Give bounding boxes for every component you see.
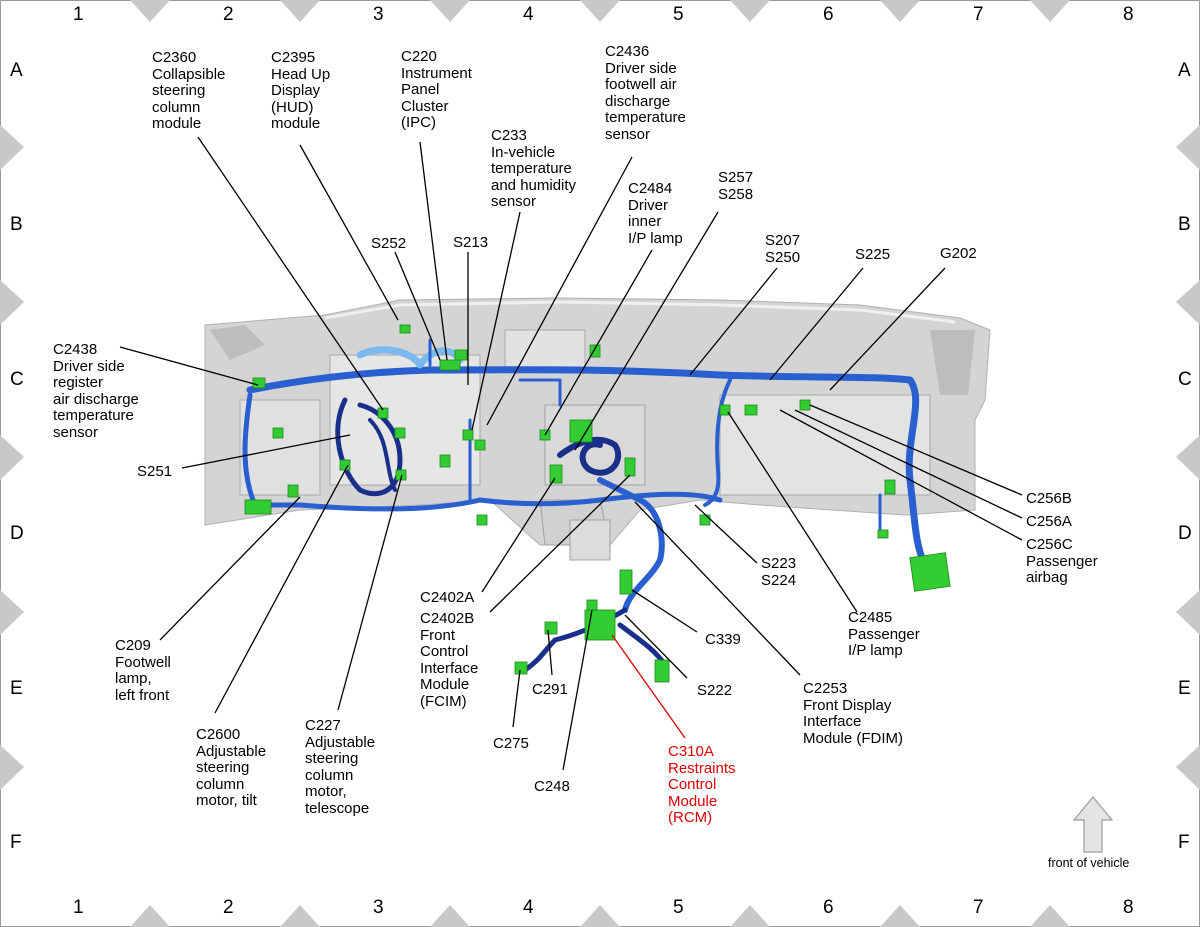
front-of-vehicle-arrow-icon	[1072, 796, 1114, 853]
grid-row-right-b: B	[1178, 214, 1191, 235]
grid-col-top-6: 6	[823, 4, 834, 25]
label-c2253: C2253 Front Display Interface Module (FD…	[803, 680, 904, 747]
grid-row-left-e: E	[10, 678, 23, 699]
grid-col-bottom-2: 2	[223, 897, 234, 918]
grid-col-top-7: 7	[973, 4, 984, 25]
front-of-vehicle-label: front of vehicle	[1048, 856, 1130, 870]
grid-col-top-2: 2	[223, 4, 234, 25]
label-c2438: C2438 Driver side register air discharge…	[53, 341, 139, 441]
label-c2402a: C2402A	[420, 589, 475, 606]
grid-col-top-8: 8	[1123, 4, 1134, 25]
label-c2485: C2485 Passenger I/P lamp	[848, 609, 920, 659]
grid-row-left-f: F	[10, 832, 22, 853]
leader-lines	[119, 136, 1023, 771]
label-c2600: C2600 Adjustable steering column motor, …	[196, 726, 267, 809]
label-s213: S213	[453, 234, 489, 251]
grid-row-left-d: D	[10, 523, 24, 544]
grid-col-bottom-3: 3	[373, 897, 384, 918]
label-c2436: C2436 Driver side footwell air discharge…	[605, 43, 686, 143]
grid-col-bottom-6: 6	[823, 897, 834, 918]
grid-col-top-4: 4	[523, 4, 534, 25]
label-c2395: C2395 Head Up Display (HUD) module	[271, 49, 331, 132]
label-c291: C291	[532, 681, 568, 698]
label-g202: G202	[940, 245, 977, 262]
grid-row-left-b: B	[10, 214, 23, 235]
grid-row-right-c: C	[1178, 369, 1192, 390]
label-c248: C248	[534, 778, 570, 795]
label-c2360: C2360 Collapsible steering column module	[152, 49, 226, 132]
instrument-panel-outline	[204, 297, 991, 561]
label-s225: S225	[855, 246, 891, 263]
label-c209: C209 Footwell lamp, left front	[115, 637, 171, 704]
grid-row-right-f: F	[1178, 832, 1190, 853]
label-c275: C275	[493, 735, 529, 752]
grid-col-top-5: 5	[673, 4, 684, 25]
label-s257-s258: S257 S258	[718, 169, 754, 203]
grid-row-right-a: A	[1178, 60, 1191, 81]
label-c310a-rcm: C310A Restraints Control Module (RCM)	[668, 743, 736, 826]
grid-row-right-e: E	[1178, 678, 1191, 699]
label-s223-s224: S223 S224	[761, 555, 797, 589]
grid-col-bottom-7: 7	[973, 897, 984, 918]
grid-col-top-1: 1	[73, 4, 84, 25]
grid-col-top-3: 3	[373, 4, 384, 25]
label-c2402b: C2402B Front Control Interface Module (F…	[420, 610, 479, 710]
grid-col-bottom-1: 1	[73, 897, 84, 918]
label-s251: S251	[137, 463, 173, 480]
label-s207-s250: S207 S250	[765, 232, 801, 266]
label-c256b: C256B	[1026, 490, 1072, 507]
label-c227: C227 Adjustable steering column motor, t…	[305, 717, 376, 817]
grid-col-bottom-5: 5	[673, 897, 684, 918]
grid-row-left-c: C	[10, 369, 24, 390]
grid-row-right-d: D	[1178, 523, 1192, 544]
label-c233: C233 In-vehicle temperature and humidity…	[491, 127, 577, 210]
grid-row-left-a: A	[10, 60, 23, 81]
label-c339: C339	[705, 631, 741, 648]
label-c2484: C2484 Driver inner I/P lamp	[628, 180, 683, 247]
label-c256c: C256C Passenger airbag	[1026, 536, 1098, 586]
label-s252: S252	[371, 235, 407, 252]
grid-col-bottom-4: 4	[523, 897, 534, 918]
grid-col-bottom-8: 8	[1123, 897, 1134, 918]
label-s222: S222	[697, 682, 733, 699]
label-c256a: C256A	[1026, 513, 1072, 530]
label-c220: C220 Instrument Panel Cluster (IPC)	[401, 48, 472, 131]
